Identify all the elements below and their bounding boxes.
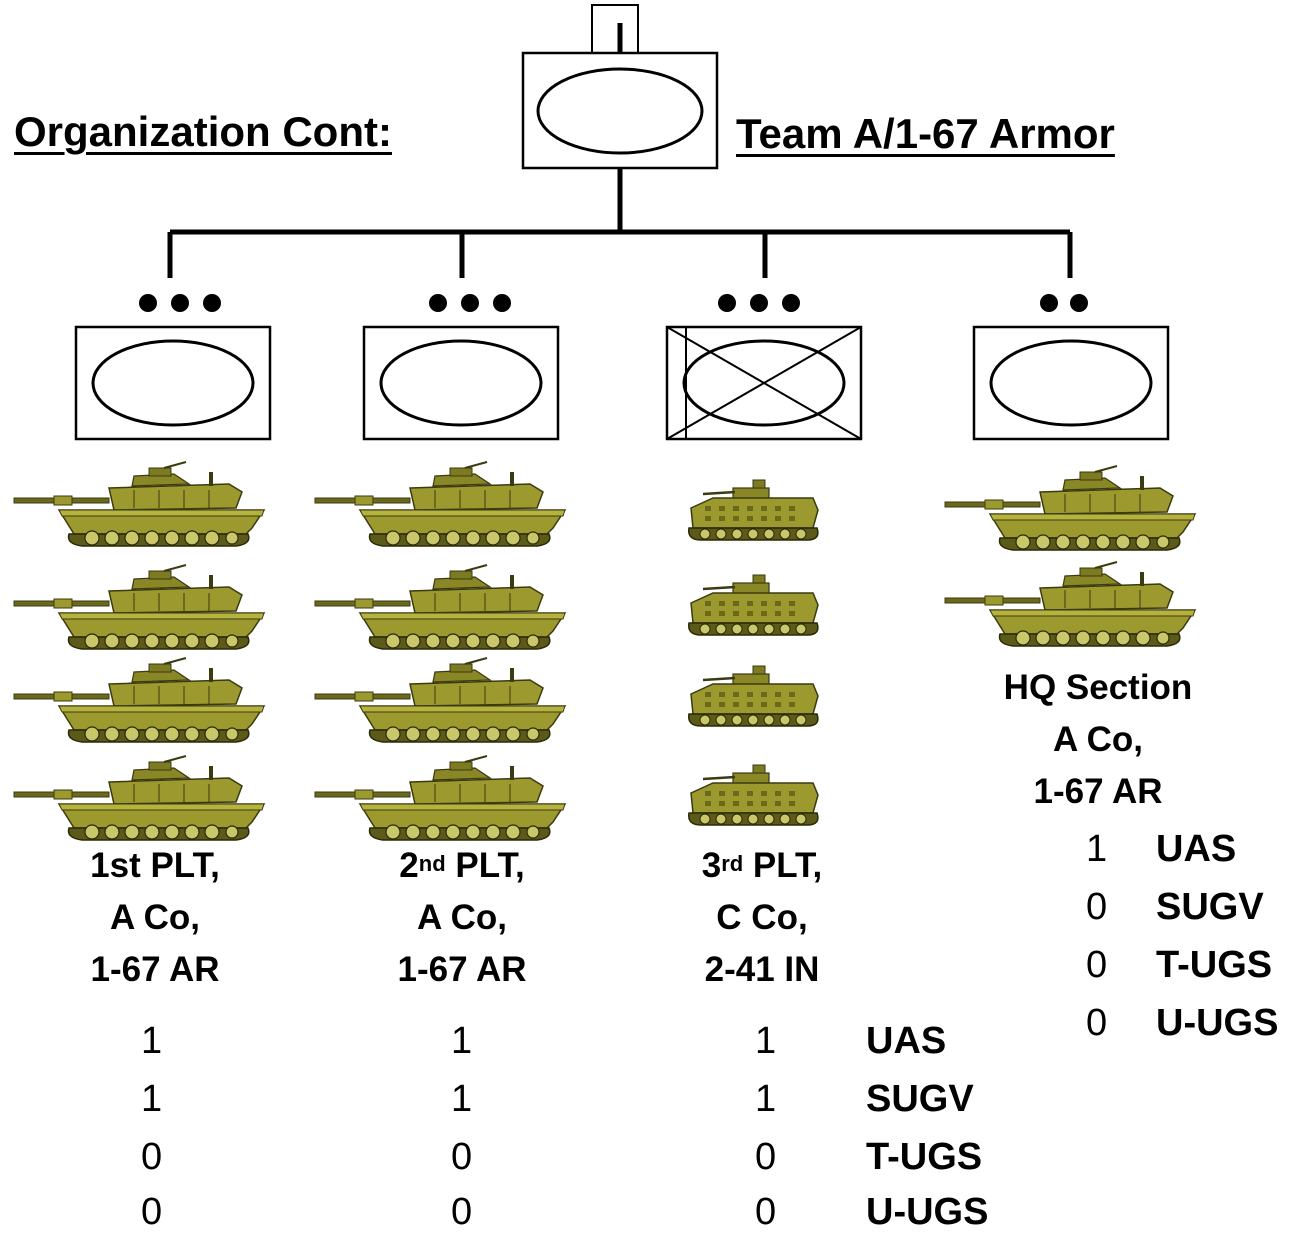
asset-type-label: SUGV (1156, 886, 1264, 928)
unit-symbol-3-mech-infantry (665, 294, 863, 441)
unit-label-1-line-1: 1st PLT, (90, 846, 220, 885)
ifv-icon (687, 478, 820, 542)
asset-count: 1 (755, 1078, 777, 1120)
asset-count: 1 (451, 1020, 473, 1062)
asset-count: 0 (141, 1136, 163, 1178)
asset-type-label: UAS (1156, 828, 1237, 870)
tank-icon (13, 461, 265, 547)
asset-count: 0 (755, 1136, 777, 1178)
tank-icon (13, 657, 265, 743)
vehicles-col-2 (314, 461, 566, 841)
ifv-icon (687, 763, 820, 827)
tank-icon (314, 755, 566, 841)
asset-count: 0 (755, 1191, 777, 1233)
asset-type-label: U-UGS (866, 1191, 989, 1233)
unit-label-2-line-2: A Co, (416, 898, 508, 937)
asset-type-label: SUGV (866, 1078, 974, 1120)
unit-symbol-2 (362, 294, 560, 441)
asset-count: 1 (1086, 828, 1108, 870)
unit-label-2-line-3: 1-67 AR (397, 950, 527, 989)
unit-label-4-line-2: A Co, (1052, 720, 1144, 759)
asset-count: 1 (141, 1020, 163, 1062)
unit-label-3: 3rd PLT, C Co, 2-41 IN (647, 840, 877, 996)
unit-label-4-line-1: HQ Section (1003, 668, 1193, 707)
asset-type-label: T-UGS (1156, 944, 1273, 986)
tank-icon (314, 564, 566, 650)
asset-count: 0 (141, 1191, 163, 1233)
asset-type-label: T-UGS (866, 1136, 983, 1178)
unit-label-2-line-1: 2nd PLT, (399, 846, 525, 885)
asset-count: 1 (141, 1078, 163, 1120)
unit-label-4: HQ Section A Co, 1-67 AR (968, 662, 1228, 818)
tank-icon (944, 465, 1196, 551)
org-connector-lines (167, 168, 1073, 278)
asset-count: 1 (755, 1020, 777, 1062)
tank-icon (13, 755, 265, 841)
unit-label-1-line-2: A Co, (109, 898, 201, 937)
unit-label-3-line-1: 3rd PLT, (701, 846, 823, 885)
asset-count: 0 (1086, 944, 1108, 986)
asset-count: 0 (1086, 1002, 1108, 1044)
vehicles-col-3 (687, 478, 820, 827)
asset-type-label: U-UGS (1156, 1002, 1279, 1044)
tank-icon (13, 564, 265, 650)
unit-symbol-1 (74, 294, 272, 441)
unit-label-3-line-3: 2-41 IN (704, 950, 820, 989)
unit-symbol-4-hq (972, 294, 1170, 441)
unit-label-3-line-2: C Co, (716, 898, 808, 937)
unit-label-4-line-3: 1-67 AR (1033, 772, 1163, 811)
asset-count: 1 (451, 1078, 473, 1120)
unit-label-1-line-3: 1-67 AR (90, 950, 220, 989)
tank-icon (314, 657, 566, 743)
asset-count: 0 (451, 1136, 473, 1178)
tank-icon (314, 461, 566, 547)
unit-label-2: 2nd PLT, A Co, 1-67 AR (347, 840, 577, 996)
header-right-title: Team A/1-67 Armor (736, 110, 1115, 157)
team-hq-symbol (521, 4, 719, 170)
asset-count: 0 (1086, 886, 1108, 928)
ifv-icon (687, 573, 820, 637)
header-left-title: Organization Cont: (14, 108, 392, 155)
tank-icon (944, 561, 1196, 647)
vehicles-col-1 (13, 461, 265, 841)
vehicles-col-4 (944, 465, 1196, 647)
unit-label-1: 1st PLT, A Co, 1-67 AR (40, 840, 270, 996)
asset-type-label: UAS (866, 1020, 947, 1062)
asset-count: 0 (451, 1191, 473, 1233)
ifv-icon (687, 664, 820, 728)
